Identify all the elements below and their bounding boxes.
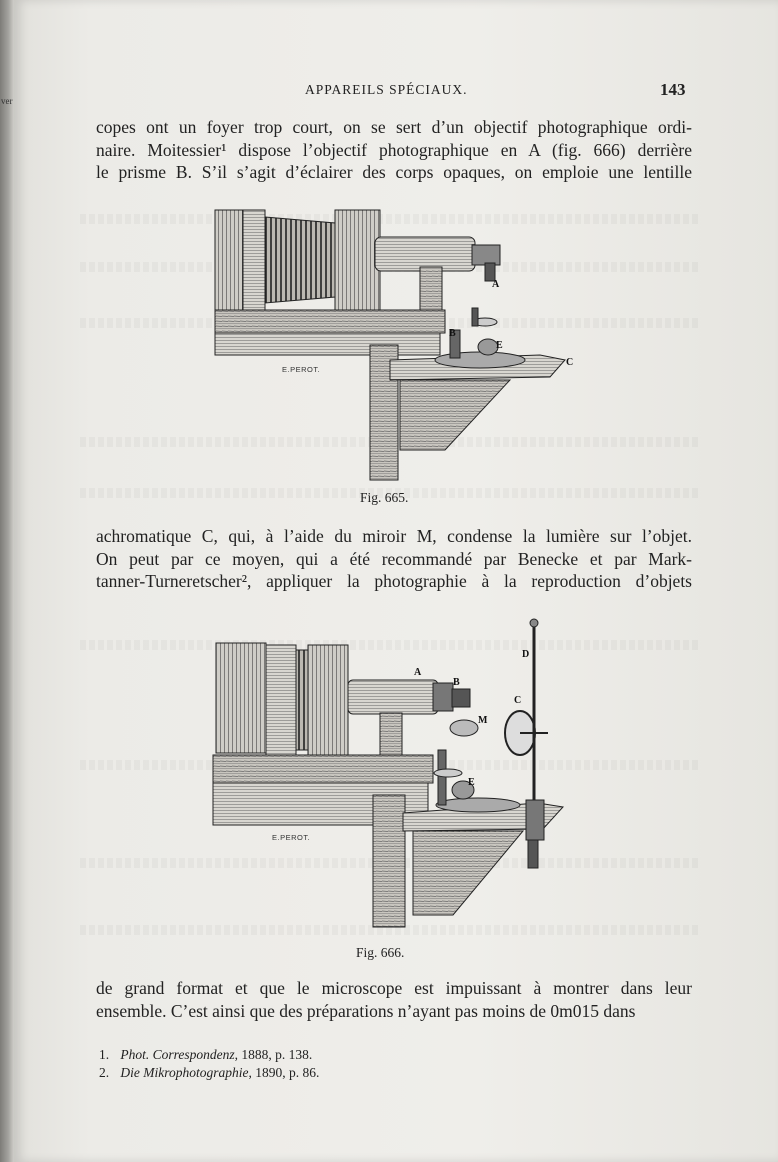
figure-label: E — [496, 340, 503, 351]
figure-label: C — [514, 695, 522, 706]
bleed-through — [80, 488, 700, 498]
text-line: copes ont un foyer trop court, on se ser… — [96, 117, 692, 137]
book-page — [14, 0, 778, 1162]
footnote-reference: , 1890, p. 86. — [248, 1065, 320, 1080]
figure-665-engraving — [214, 209, 566, 481]
text-line: On peut par ce moyen, qui a été recomman… — [96, 548, 692, 569]
text-line: de grand format et que le microscope est… — [96, 978, 692, 998]
figure-label: C — [566, 357, 574, 368]
footnotes: 1. Phot. Correspondenz, 1888, p. 138. 2.… — [99, 1046, 599, 1082]
figure-label: E — [468, 777, 475, 788]
page-header: APPAREILS SPÉCIAUX. 143 — [0, 80, 778, 106]
figure-666-engraving — [212, 618, 564, 928]
paragraph-2: achromatique C, qui, à l’aide du miroir … — [96, 525, 692, 593]
figure-label: D — [522, 649, 530, 660]
text-line: achromatique C, qui, à l’aide du miroir … — [96, 526, 692, 546]
footnote-number: 2. — [99, 1065, 110, 1080]
figure-665: A B E C E.PEROT. Fig. 665. — [210, 205, 580, 505]
figure-label: M — [478, 715, 488, 726]
page-number: 143 — [660, 80, 686, 99]
footnote-number: 1. — [99, 1047, 110, 1062]
text-line: ensemble. C’est ainsi que des préparatio… — [96, 1000, 636, 1021]
running-title: APPAREILS SPÉCIAUX. — [305, 82, 468, 97]
bleed-through — [80, 925, 700, 935]
figure-label: B — [449, 328, 456, 339]
engraver-signature: E.PEROT. — [272, 833, 311, 842]
paragraph-3: de grand format et que le microscope est… — [96, 977, 692, 1022]
text-line: le prisme B. S’il s’agit d’éclairer des … — [96, 162, 692, 182]
book-binding-edge: ver — [0, 0, 14, 1162]
adjacent-page-fragment: ver — [1, 96, 13, 106]
footnote-1: 1. Phot. Correspondenz, 1888, p. 138. — [99, 1046, 599, 1064]
figure-caption: Fig. 666. — [356, 945, 405, 960]
footnote-title: Die Mikrophotographie — [120, 1065, 249, 1080]
paragraph-1: copes ont un foyer trop court, on se ser… — [96, 116, 692, 184]
engraver-signature: E.PEROT. — [282, 365, 321, 374]
figure-caption: Fig. 665. — [360, 490, 409, 505]
figure-label: A — [492, 279, 500, 290]
text-line: tanner-Turneretscher², appliquer la phot… — [96, 571, 692, 591]
footnote-reference: , 1888, p. 138. — [234, 1047, 313, 1062]
bleed-through — [80, 640, 700, 650]
text-line: naire. Moitessier¹ dispose l’objectif ph… — [96, 139, 692, 160]
figure-label: A — [414, 667, 422, 678]
footnote-title: Phot. Correspondenz — [120, 1047, 235, 1062]
footnote-2: 2. Die Mikrophotographie, 1890, p. 86. — [99, 1064, 599, 1082]
bleed-through — [80, 214, 700, 224]
figure-666: D A B C M E E.PEROT. Fig. 666. — [208, 615, 583, 965]
figure-label: B — [453, 677, 460, 688]
